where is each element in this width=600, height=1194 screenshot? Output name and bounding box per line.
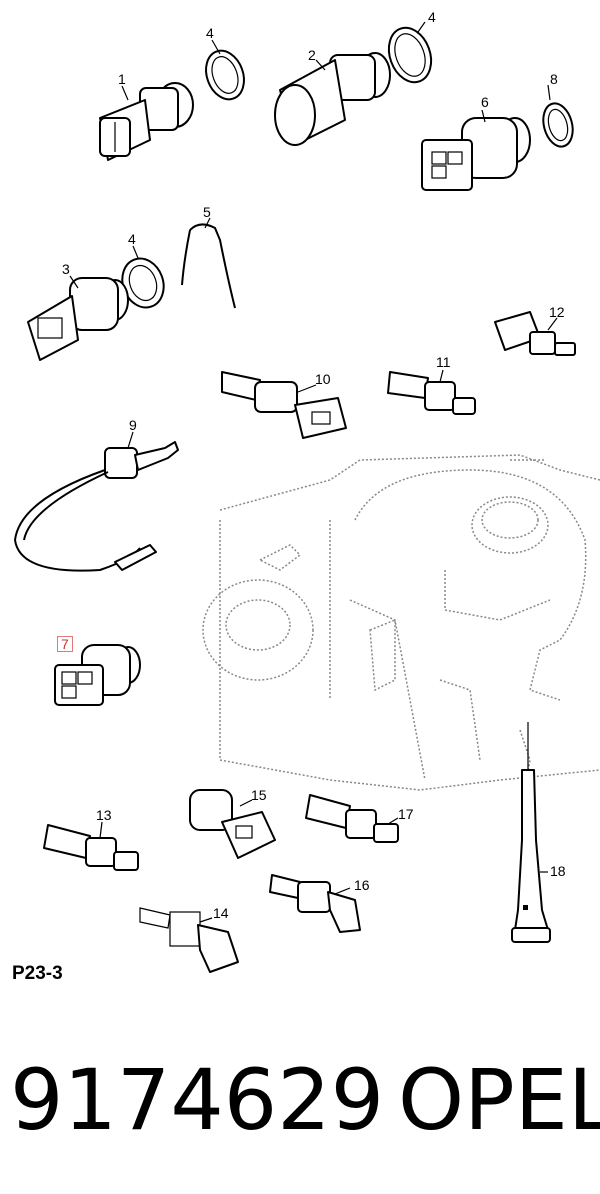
leader-lines: [69, 21, 558, 923]
callout-18: 18: [550, 863, 566, 879]
engine-bay-background: [202, 454, 600, 791]
callout-5: 5: [203, 204, 211, 220]
callout-3: 3: [62, 261, 70, 277]
callout-14: 14: [213, 905, 229, 921]
brand-name: OPEL: [398, 1051, 600, 1149]
part-13-sensor: [43, 824, 139, 871]
part-18-tube: [511, 722, 551, 943]
callout-2: 2: [308, 47, 316, 63]
part-7-sensor: [54, 644, 141, 706]
part-16-sensor: [269, 874, 361, 933]
part-12-sensor: [494, 311, 576, 356]
part-4-oring: [387, 26, 433, 84]
callout-4: 4: [428, 9, 436, 25]
callout-4: 4: [128, 231, 136, 247]
part-2-sensor: [274, 52, 391, 146]
callout-9: 9: [129, 417, 137, 433]
page-code: P23-3: [12, 963, 63, 984]
part-1-sensor: [99, 82, 194, 161]
callout-7-highlighted[interactable]: 7: [57, 636, 73, 652]
callout-10: 10: [315, 371, 331, 387]
part-9-sensor: [13, 441, 179, 572]
callout-17: 17: [398, 806, 414, 822]
callout-1: 1: [118, 71, 126, 87]
part-3-sensor: [27, 277, 129, 361]
part-5-clip: [181, 223, 236, 309]
callout-16: 16: [354, 877, 370, 893]
part-6-sensor: [421, 117, 531, 191]
part-number: 9174629: [10, 1051, 385, 1149]
part-11-sensor: [387, 371, 476, 415]
part-10-sensor: [221, 371, 347, 439]
part-4-oring: [205, 49, 245, 101]
callout-15: 15: [251, 787, 267, 803]
callout-6: 6: [481, 94, 489, 110]
callout-12: 12: [549, 304, 565, 320]
callout-11: 11: [436, 354, 451, 370]
callout-13: 13: [96, 807, 112, 823]
parts-diagram: [13, 21, 600, 973]
part-14-sensor: [139, 907, 239, 973]
part-8-oring: [542, 102, 574, 148]
part-15-sensor: [189, 789, 276, 859]
part-17-sensor: [305, 794, 399, 843]
callout-8: 8: [550, 71, 558, 87]
callout-4: 4: [206, 25, 214, 41]
